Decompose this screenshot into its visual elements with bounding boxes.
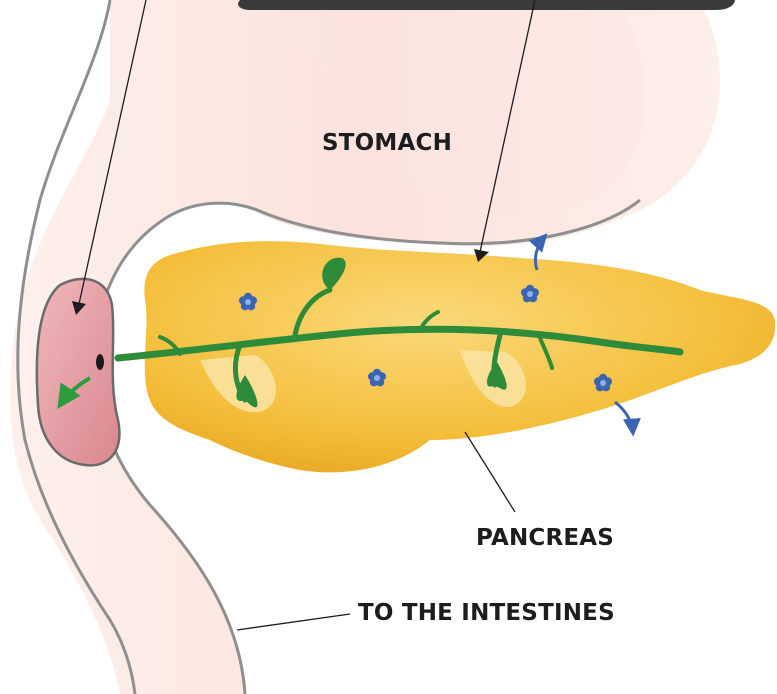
pancreas-label: PANCREAS — [476, 525, 614, 551]
stomach-label: STOMACH — [322, 130, 452, 156]
callout-box — [238, 0, 735, 10]
intestines-label: TO THE INTESTINES — [358, 600, 615, 626]
curved-arrow-icon — [615, 402, 633, 433]
